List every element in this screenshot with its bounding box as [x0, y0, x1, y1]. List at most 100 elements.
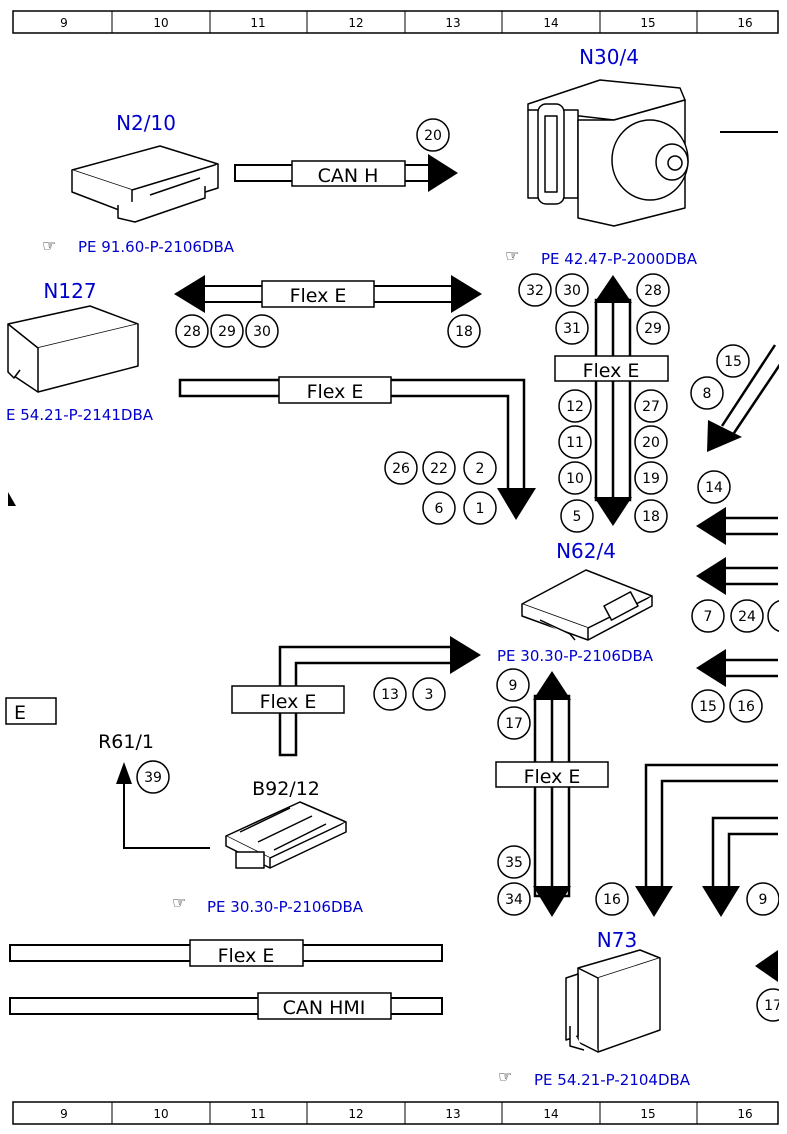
connector-26: 26 — [392, 461, 410, 477]
n73-module: N73 ☞ PE 54.21-P-2104DBA — [498, 928, 691, 1089]
ruler-bottom-14: 14 — [543, 1107, 558, 1121]
n30-4-module: N30/4 ☞ PE 42.47-P-2000DBA — [505, 45, 778, 268]
connector-34: 34 — [505, 892, 523, 908]
connector-13: 13 — [381, 687, 399, 703]
connector-39: 39 — [144, 770, 162, 786]
connector-15: 15 — [724, 354, 742, 370]
n62-4-ref: ☞ PE 30.30-P-2106DBA — [461, 644, 654, 665]
can-hmi-label: CAN HMI — [283, 997, 366, 1019]
connector-22: 22 — [430, 461, 448, 477]
flex-e-mid-label: Flex E — [307, 381, 364, 403]
b92-12-drawing — [225, 801, 347, 869]
flex-e-bus-bottom: Flex E — [9, 939, 443, 967]
left-edge-bus-label: E — [5, 697, 57, 725]
n127-label: N127 — [43, 279, 96, 303]
top-ruler: 9 10 11 12 13 14 15 16 — [12, 10, 779, 34]
n2-10-ref-text: PE 91.60-P-2106DBA — [78, 238, 235, 256]
connector-15: 15 — [699, 699, 717, 715]
ruler-bottom-13: 13 — [445, 1107, 460, 1121]
n73-inbound-buses — [635, 763, 778, 982]
connector-1: 1 — [476, 501, 485, 517]
n2-10-module: N2/10 ☞ PE 91.60-P-2106DBA — [42, 111, 235, 256]
connector-3: 3 — [425, 687, 434, 703]
n73-ref-text: PE 54.21-P-2104DBA — [534, 1071, 691, 1089]
connector-20: 20 — [424, 128, 442, 144]
flex-e-b92-label: Flex E — [260, 691, 317, 713]
connector-16: 16 — [737, 699, 755, 715]
flex-e-n30-label: Flex E — [583, 360, 640, 382]
ruler-top-15: 15 — [640, 16, 655, 30]
connector-12: 12 — [566, 399, 584, 415]
b92-12-ref: ☞ PE 30.30-P-2106DBA — [172, 893, 364, 916]
connector-5: 5 — [573, 509, 582, 525]
ruler-top-12: 12 — [348, 16, 363, 30]
can-h-bus: CAN H — [234, 154, 458, 192]
n73-ref: ☞ PE 54.21-P-2104DBA — [498, 1067, 691, 1089]
connector-24: 24 — [738, 609, 756, 625]
connector-20: 20 — [642, 435, 660, 451]
b92-12-module: B92/12 ☞ PE 30.30-P-2106DBA — [172, 778, 364, 916]
n127-drawing — [7, 305, 139, 393]
connector-17: 17 — [505, 716, 523, 732]
ruler-bottom-15: 15 — [640, 1107, 655, 1121]
n30-4-drawing — [527, 79, 778, 227]
connector-27: 27 — [642, 399, 660, 415]
n73-label: N73 — [597, 928, 637, 952]
flex-e-bus-b92: Flex E — [231, 636, 481, 757]
connector-circles: 20 28 29 30 18 32 30 28 31 29 12 27 11 2… — [136, 118, 787, 1022]
connector-19: 19 — [642, 471, 660, 487]
connector-8: 8 — [703, 386, 712, 402]
connector-11: 11 — [566, 435, 584, 451]
ruler-top-14: 14 — [543, 16, 558, 30]
r61-1-component: R61/1 — [98, 731, 210, 849]
connector-29: 29 — [644, 321, 662, 337]
n30-4-ref-text: PE 42.47-P-2000DBA — [541, 250, 698, 268]
flex-e-bottom-label: Flex E — [218, 945, 275, 967]
ruler-top-11: 11 — [250, 16, 265, 30]
n30-4-label: N30/4 — [579, 45, 639, 69]
connector-28: 28 — [644, 283, 662, 299]
n2-10-label: N2/10 — [116, 111, 176, 135]
n2-10-drawing — [71, 145, 219, 223]
right-edge-mask — [779, 34, 787, 1101]
connector-10: 10 — [566, 471, 584, 487]
can-h-label: CAN H — [318, 165, 379, 187]
ruler-bottom-9: 9 — [60, 1107, 68, 1121]
flex-e-bus-n30: Flex E — [554, 275, 669, 526]
flex-e-n62-label: Flex E — [524, 766, 581, 788]
ruler-top-13: 13 — [445, 16, 460, 30]
ruler-top-9: 9 — [60, 16, 68, 30]
flex-e-top-label: Flex E — [290, 285, 347, 307]
connector-17: 17 — [764, 998, 782, 1014]
connector-7: 7 — [704, 609, 713, 625]
connector-6: 6 — [435, 501, 444, 517]
diagonal-arrow-right — [707, 344, 787, 452]
left-edge-label: E — [14, 702, 26, 724]
flex-e-bus-top: Flex E — [174, 275, 482, 313]
ruler-top-16: 16 — [737, 16, 752, 30]
can-hmi-bus: CAN HMI — [9, 992, 443, 1020]
n2-10-ref: ☞ PE 91.60-P-2106DBA — [42, 236, 235, 256]
hand-pointer-icon: ☞ — [505, 246, 519, 265]
hand-pointer-icon: ☞ — [42, 236, 56, 255]
connector-9: 9 — [509, 678, 518, 694]
n30-4-ref: ☞ PE 42.47-P-2000DBA — [505, 246, 698, 268]
connector-29: 29 — [218, 324, 236, 340]
b92-12-ref-text: PE 30.30-P-2106DBA — [207, 898, 364, 916]
n127-ref-text: E 54.21-P-2141DBA — [6, 406, 154, 424]
n73-drawing — [565, 949, 661, 1053]
n62-4-drawing — [521, 569, 653, 641]
connector-35: 35 — [505, 855, 523, 871]
connector-18: 18 — [455, 324, 473, 340]
edge-marker — [8, 492, 16, 506]
connector-18: 18 — [642, 509, 660, 525]
right-inbound-arrows — [696, 507, 778, 687]
n62-4-label: N62/4 — [556, 539, 616, 563]
n127-module: N127 E 54.21-P-2141DBA — [6, 279, 154, 424]
connector-16: 16 — [603, 892, 621, 908]
ruler-bottom-16: 16 — [737, 1107, 752, 1121]
flex-e-bus-mid: Flex E — [178, 376, 536, 520]
ruler-bottom-12: 12 — [348, 1107, 363, 1121]
connector-30: 30 — [563, 283, 581, 299]
